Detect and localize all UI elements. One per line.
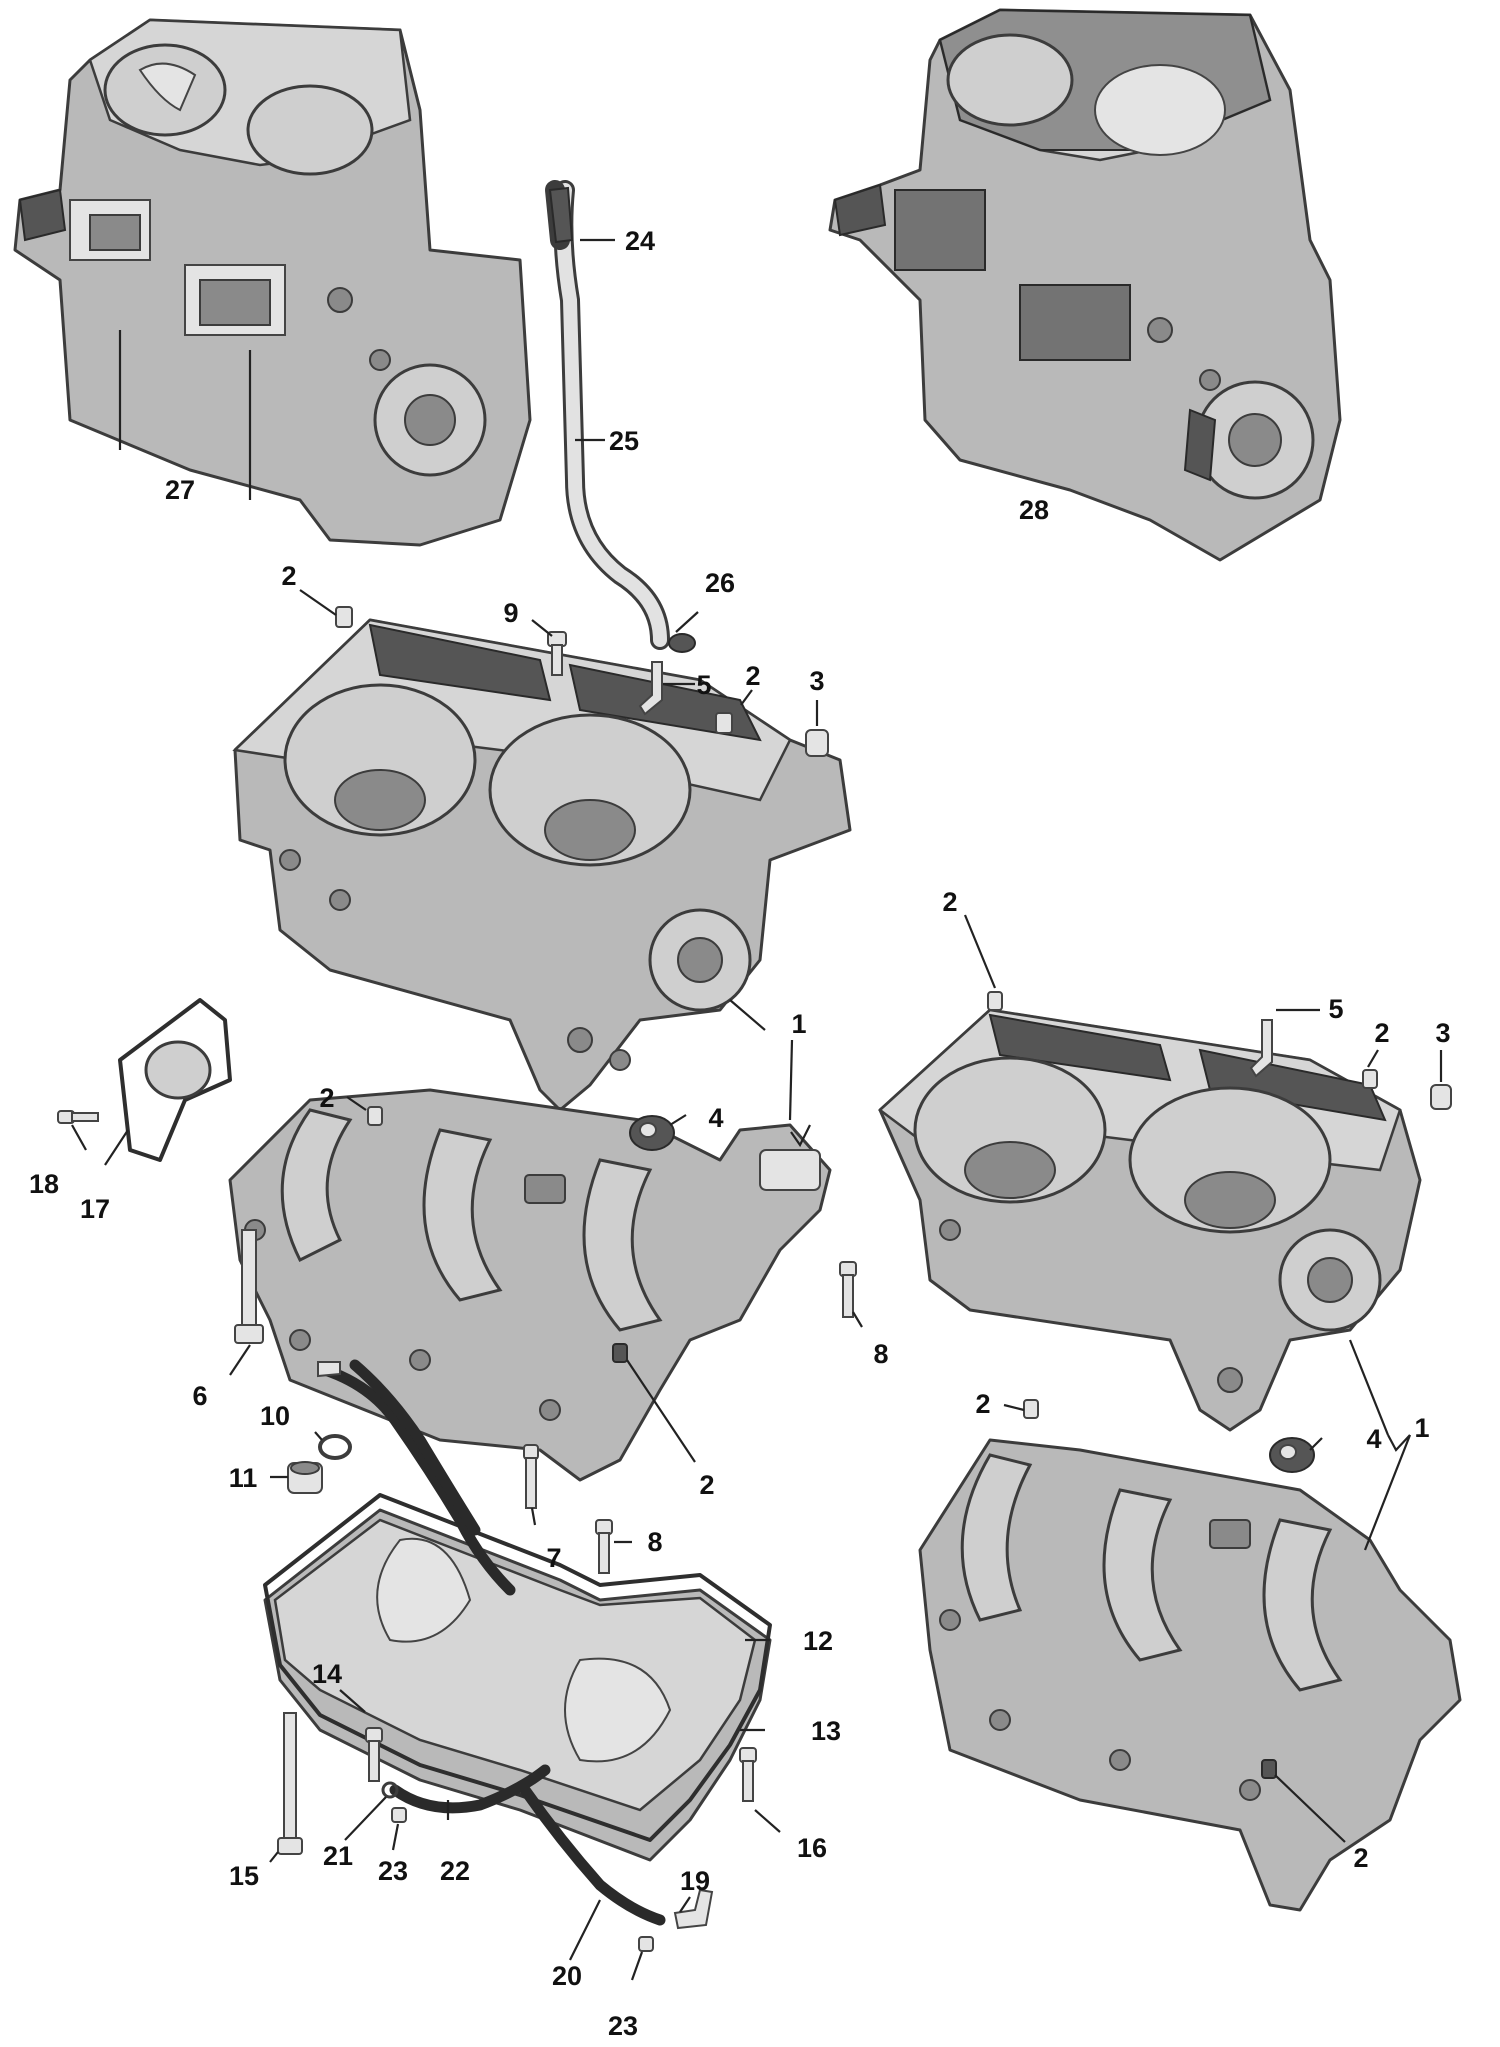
plug-26	[668, 633, 696, 653]
callout-27: 27	[165, 475, 195, 505]
upper-crankcase-1a	[232, 618, 852, 1112]
nut-23a	[391, 1807, 407, 1823]
screw-18	[57, 1110, 99, 1124]
callout-2d: 2	[699, 1470, 714, 1500]
plug-11	[287, 1461, 323, 1494]
lower-crankcase-1d	[918, 1438, 1462, 1912]
callout-21: 21	[323, 1841, 353, 1871]
hose-assembly	[317, 1359, 666, 1926]
screw-14	[365, 1727, 383, 1782]
callout-23a: 23	[378, 1856, 408, 1886]
screw-15	[277, 1712, 303, 1855]
engine-block-assembly-28	[828, 8, 1342, 562]
plug-3a	[805, 729, 829, 757]
cover-gasket-17	[118, 998, 232, 1162]
screw-8b	[595, 1519, 613, 1574]
callout-11: 11	[229, 1463, 258, 1493]
dowel-pin-2c	[367, 1106, 383, 1126]
callout-2f: 2	[1374, 1018, 1389, 1048]
dowel-pin-2d	[612, 1343, 628, 1363]
callout-1a: 1	[791, 1009, 806, 1039]
callout-2b: 2	[745, 661, 760, 691]
callout-5b: 5	[1328, 994, 1343, 1024]
upper-crankcase-1c	[878, 1008, 1422, 1432]
gasket-12	[263, 1493, 772, 1842]
callout-2c: 2	[319, 1083, 334, 1113]
dowel-pin-2b	[715, 712, 733, 734]
callout-26: 26	[705, 568, 735, 598]
o-ring-10	[318, 1434, 352, 1460]
callout-20: 20	[552, 1961, 582, 1991]
callout-4a: 4	[708, 1103, 723, 1133]
dowel-pin-2g	[1023, 1399, 1039, 1419]
callout-23b: 23	[608, 2011, 638, 2041]
fitting-5b	[1249, 1019, 1273, 1078]
callout-5a: 5	[696, 670, 711, 700]
callout-1b: 1	[1414, 1413, 1429, 1443]
callout-6: 6	[192, 1381, 207, 1411]
engine-block-assembly-27	[13, 18, 532, 547]
tube-cap-24	[545, 180, 574, 250]
callout-3a: 3	[809, 666, 824, 696]
fitting-5a	[638, 661, 663, 716]
screw-8a	[839, 1261, 857, 1318]
callout-16: 16	[797, 1833, 827, 1863]
lower-crankcase-1b	[228, 1088, 832, 1482]
seal-4b	[1269, 1437, 1315, 1473]
callout-24: 24	[625, 226, 655, 256]
screw-6	[234, 1229, 264, 1344]
callout-12: 12	[803, 1626, 833, 1656]
leader-lines	[71, 238, 1443, 1981]
callout-8a: 8	[873, 1339, 888, 1369]
callout-22: 22	[440, 1856, 470, 1886]
callout-8b: 8	[647, 1527, 662, 1557]
callout-25: 25	[609, 426, 639, 456]
callout-10: 10	[260, 1401, 290, 1431]
plug-3b	[1430, 1084, 1452, 1110]
callout-14: 14	[312, 1659, 342, 1689]
seal-4a	[629, 1115, 675, 1151]
fitting-19	[673, 1888, 714, 1930]
callout-4b: 4	[1366, 1424, 1381, 1454]
dowel-pin-2e	[987, 991, 1003, 1011]
callout-2g: 2	[975, 1389, 990, 1419]
screw-7	[523, 1444, 539, 1509]
callout-15: 15	[229, 1861, 259, 1891]
dowel-pin-2a	[335, 606, 353, 628]
callout-19: 19	[680, 1866, 710, 1896]
screw-9	[547, 631, 567, 676]
callout-3b: 3	[1435, 1018, 1450, 1048]
callout-2e: 2	[942, 887, 957, 917]
cover-13	[263, 1508, 772, 1862]
callout-labels: 27 28 24 25 26 2 9 5 2 3 1 2 4 18 17 6 8…	[29, 226, 1451, 2041]
callout-28: 28	[1019, 495, 1049, 525]
dowel-pin-2f	[1362, 1069, 1378, 1089]
callout-2a: 2	[281, 561, 296, 591]
screw-16	[739, 1747, 757, 1802]
nut-23b	[638, 1936, 654, 1952]
callout-7: 7	[546, 1543, 561, 1573]
clamp-21	[381, 1781, 399, 1799]
callout-9: 9	[503, 598, 518, 628]
dowel-pin-2h	[1261, 1759, 1277, 1779]
callout-13: 13	[811, 1716, 841, 1746]
callout-2h: 2	[1353, 1843, 1368, 1873]
callout-18: 18	[29, 1169, 59, 1199]
oil-tube-25	[553, 180, 670, 650]
callout-17: 17	[80, 1194, 110, 1224]
